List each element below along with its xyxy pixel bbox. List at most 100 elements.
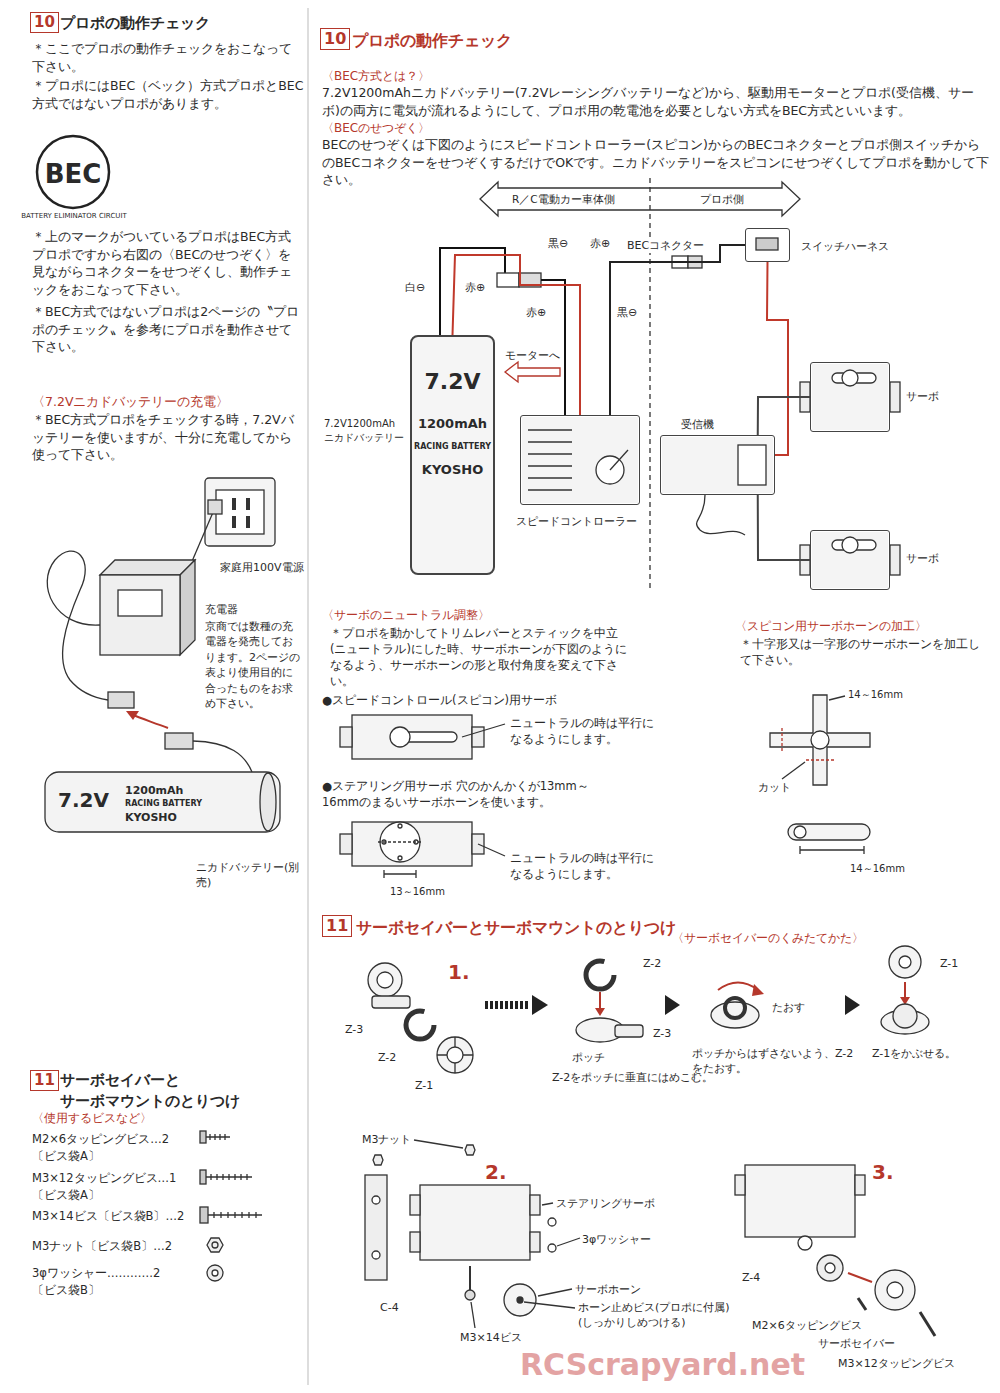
- label-text: 3φワッシャー: [582, 1232, 672, 1247]
- drawing-line: [858, 1298, 866, 1310]
- drawing-rect: [232, 516, 236, 528]
- label-text: サーボセイバーとサーボマウントのとりつけ: [356, 917, 686, 939]
- label-text: プロポの動作チェック: [352, 30, 652, 52]
- label-text: ステアリングサーボ: [556, 1196, 666, 1211]
- drawing-polygon: [126, 711, 139, 720]
- drawing-line: [538, 1289, 572, 1296]
- label-text: ＊BEC方式プロポをチェックする時，7.2Vバッテリーを使いますが、十分に充電し…: [32, 411, 304, 464]
- drawing-polygon: [752, 984, 764, 996]
- servo: サーボ: [810, 530, 890, 590]
- label-text: Z-4: [742, 1270, 772, 1285]
- label-text: 〔ビス袋A〕: [32, 1148, 197, 1164]
- label-text: サーボホーン: [575, 1282, 655, 1297]
- label-text: ホーン止めビス(プロポに付属)(しっかりしめつける): [578, 1300, 738, 1331]
- drawing-circle: [212, 1242, 218, 1248]
- section-number: 10: [320, 28, 350, 50]
- label-text: ＊プロポにはBEC（ベック）方式プロポとBEC方式ではないプロポがあります。: [32, 77, 304, 112]
- node-text: 受信機: [681, 417, 731, 432]
- drawing-rect: [232, 498, 236, 510]
- wire-connector: [758, 495, 810, 560]
- label-text: サーボセイバーと サーボマウントのとりつけ: [60, 1070, 260, 1112]
- label-text: 黒⊖: [617, 305, 647, 320]
- drawing-rect: [410, 1195, 420, 1215]
- label-text: カット: [758, 780, 798, 795]
- drawing-rect: [108, 692, 134, 708]
- node-text: RACING BATTERY: [412, 441, 493, 452]
- section-number: 10: [30, 12, 59, 33]
- label-text: KYOSHO: [125, 810, 240, 825]
- drawing-rect: [530, 1195, 540, 1215]
- drawing-circle: [548, 1244, 556, 1252]
- label-text: ニュートラルの時は平行になるようにします。: [510, 850, 655, 882]
- drawing-polygon: [505, 362, 560, 382]
- label-text: ＊ここでプロポの動作チェックをおこなって下さい。: [32, 40, 304, 75]
- label-text: ＊プロポを動かしてトリムレバーとスティックを中立(ニュートラル)にした時、サーボ…: [330, 625, 630, 689]
- drawing-circle: [887, 1282, 903, 1298]
- label-text: 〔ビス袋A〕: [32, 1187, 197, 1203]
- label-text: 〈サーボセイバーのくみたてかた〉: [672, 930, 902, 946]
- drawing-path: [697, 495, 745, 535]
- label-text: 〔ビス袋B〕: [32, 1282, 197, 1298]
- label-text: 3φワッシャー…………2: [32, 1265, 197, 1281]
- label-text: 〈使用するビスなど〉: [32, 1110, 302, 1127]
- drawing-rect: [246, 498, 250, 510]
- drawing-rect: [352, 715, 472, 759]
- drawing-line: [524, 1302, 575, 1308]
- drawing-circle: [798, 1236, 812, 1250]
- drawing-rect: [615, 1025, 643, 1037]
- drawing-rect: [890, 545, 900, 575]
- drawing-rect: [410, 1232, 420, 1252]
- drawing-path: [47, 551, 108, 700]
- drawing-line: [610, 450, 628, 470]
- drawing-rect: [118, 590, 162, 616]
- label-text: C-4: [380, 1300, 410, 1315]
- drawing-line: [542, 1203, 553, 1205]
- drawing-path: [208, 1212, 262, 1218]
- node-text: 7.2V: [412, 367, 493, 398]
- label-text: Z-2: [643, 956, 673, 971]
- label-text: 〈スピコン用サーボホーンの加工〉: [735, 618, 990, 635]
- drawing-circle: [447, 1047, 463, 1063]
- drawing-rect: [735, 1175, 745, 1195]
- node-text: スイッチハーネス: [801, 239, 901, 254]
- label-text: ポッチ: [572, 1050, 612, 1065]
- drawing-rect: [855, 1175, 865, 1195]
- drawing-ellipse: [711, 1002, 759, 1028]
- drawing-line: [469, 1266, 471, 1290]
- drawing-path: [133, 715, 168, 728]
- drawing-circle: [586, 961, 614, 989]
- drawing-polygon: [480, 182, 800, 216]
- drawing-rect: [200, 1131, 206, 1143]
- label-text: 充電器: [205, 602, 300, 617]
- drawing-circle: [517, 1297, 523, 1303]
- drawing-path: [718, 983, 758, 991]
- label-text: M3×14ビス: [460, 1330, 540, 1345]
- drawing-rect: [497, 273, 519, 287]
- drawing-path: [384, 870, 416, 878]
- drawing-circle: [817, 1255, 843, 1281]
- label-text: 3.: [872, 1158, 902, 1186]
- drawing-rect: [200, 1207, 208, 1223]
- drawing-polygon: [100, 560, 195, 575]
- drawing-path: [206, 1134, 230, 1140]
- section-number: 11: [322, 915, 352, 937]
- drawing-line: [904, 982, 906, 998]
- drawing-line: [308, 8, 309, 1385]
- drawing-line: [848, 1273, 872, 1282]
- label-text: たおす: [772, 1000, 812, 1015]
- drawing-circle: [842, 370, 858, 386]
- drawing-path: [193, 741, 252, 772]
- drawing-line: [478, 844, 505, 856]
- label-text: 〈BEC方式とは？〉: [322, 68, 622, 85]
- label-text: M3×12タッピングビス: [838, 1356, 978, 1371]
- wire-connector: [610, 245, 745, 415]
- drawing-rect: [738, 445, 766, 485]
- drawing-polygon: [207, 1238, 223, 1252]
- node-text: サーボ: [906, 389, 956, 404]
- wire-connector: [767, 262, 788, 455]
- drawing-rect: [812, 364, 888, 430]
- drawing-line: [599, 992, 601, 1009]
- drawing-rect: [372, 996, 410, 1008]
- drawing-path: [206, 1174, 252, 1180]
- drawing-rect: [208, 500, 222, 514]
